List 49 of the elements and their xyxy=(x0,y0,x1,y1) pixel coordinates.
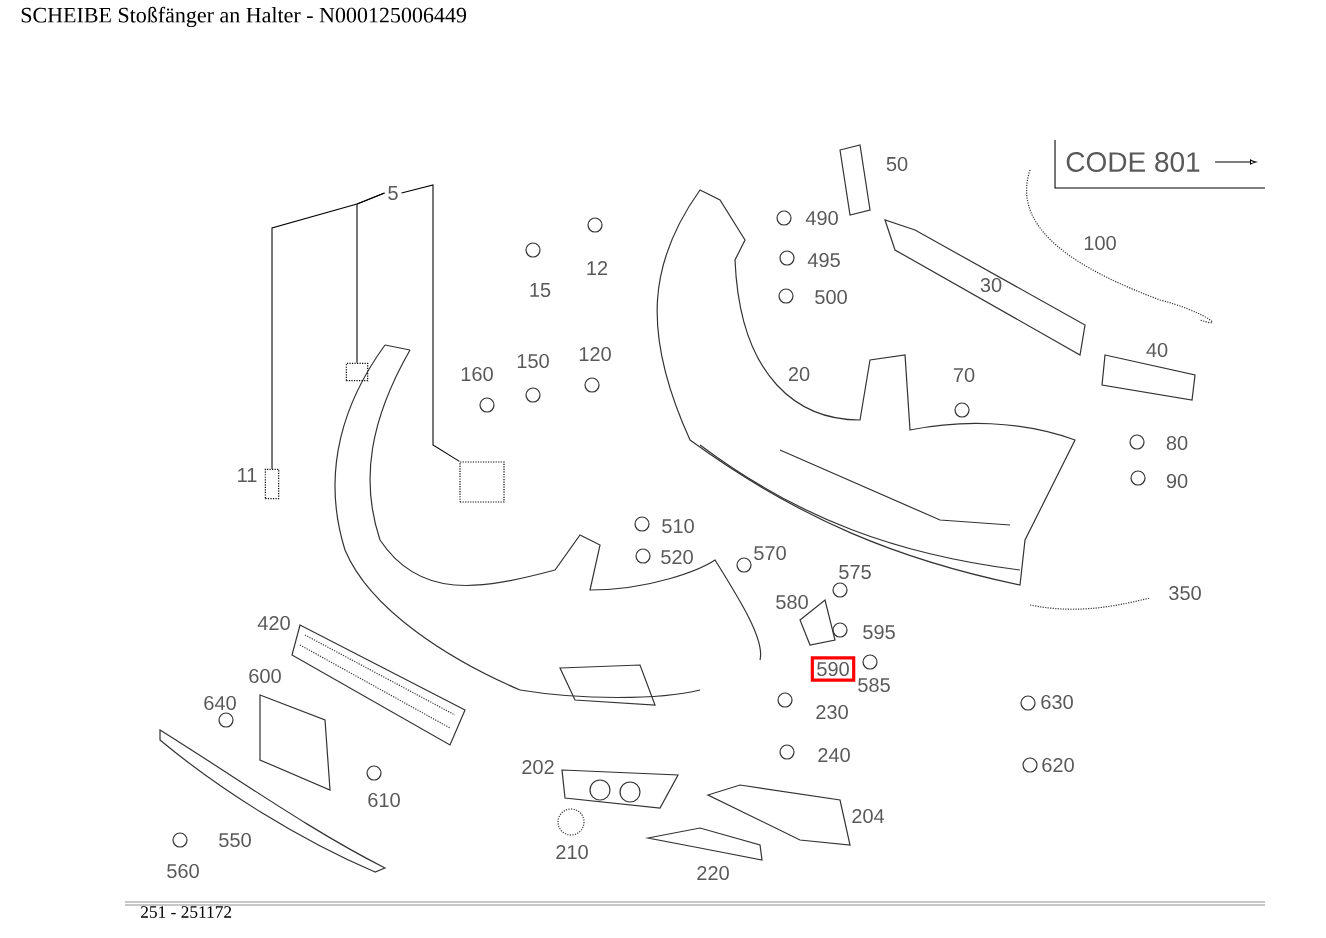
callout-number: 350 xyxy=(1169,585,1201,601)
callout-number: 500 xyxy=(815,289,847,305)
part-drawing xyxy=(264,468,280,500)
callout-number: 90 xyxy=(1166,473,1188,489)
callout-number: 640 xyxy=(204,695,236,711)
callout-number: 520 xyxy=(661,549,693,565)
callout-number: 5 xyxy=(388,186,398,200)
callout-number: 80 xyxy=(1166,435,1188,451)
callout-number: 510 xyxy=(662,518,694,534)
callout-number: 160 xyxy=(461,366,493,382)
callout-number: 20 xyxy=(788,366,810,382)
callout-number: 12 xyxy=(587,261,608,275)
callout-number: 70 xyxy=(953,367,975,383)
callout-number: 490 xyxy=(805,210,838,226)
callout-number: 100 xyxy=(1084,235,1116,251)
callout-number: 420 xyxy=(257,615,290,631)
callout-number: 11 xyxy=(238,468,257,482)
callout-number: 595 xyxy=(863,624,895,640)
callout-number: 30 xyxy=(980,277,1002,293)
callout-number: 204 xyxy=(852,808,885,824)
footer-text: 251 - 251172 xyxy=(141,906,232,918)
callout-number: 560 xyxy=(167,863,199,879)
part-drawing xyxy=(345,362,369,382)
callout-number: 575 xyxy=(839,565,871,579)
callout-number: 570 xyxy=(754,545,786,561)
highlighted-callout-number: 590 xyxy=(810,656,856,682)
callout-number: 600 xyxy=(249,668,281,684)
callout-number: 40 xyxy=(1146,342,1168,358)
callout-number: 610 xyxy=(368,792,400,808)
callout-number: 550 xyxy=(219,832,251,848)
callout-number: 585 xyxy=(858,677,890,693)
callout-number: 120 xyxy=(579,346,611,362)
callout-number: 620 xyxy=(1042,757,1074,773)
callout-number: 210 xyxy=(556,844,588,860)
callout-number: 202 xyxy=(522,759,554,775)
callout-number: 630 xyxy=(1041,694,1073,710)
code-label: CODE 801 xyxy=(1066,152,1200,172)
callout-number: 240 xyxy=(818,747,850,763)
callout-number: 15 xyxy=(530,283,551,297)
callout-number: 230 xyxy=(816,704,848,720)
leader-line xyxy=(356,192,386,364)
part-drawing xyxy=(459,461,505,503)
callout-number: 220 xyxy=(697,865,729,881)
callout-number: 495 xyxy=(807,252,840,268)
callout-number: 150 xyxy=(517,353,549,369)
callout-number: 580 xyxy=(776,594,808,610)
leader-line xyxy=(400,184,460,462)
callout-number: 50 xyxy=(886,156,908,172)
title: SCHEIBE Stoßfänger an Halter - N000125006449 xyxy=(21,6,467,28)
